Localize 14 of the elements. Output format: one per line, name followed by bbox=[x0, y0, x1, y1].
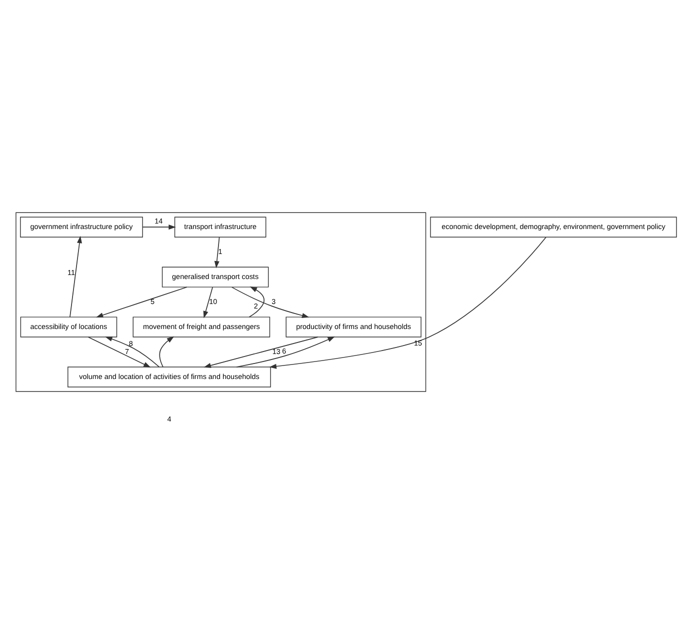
arrow bbox=[204, 336, 318, 368]
arrow bbox=[236, 336, 335, 368]
arrow bbox=[231, 286, 310, 318]
arrow bbox=[105, 336, 160, 368]
arrow bbox=[159, 336, 174, 368]
arrow bbox=[88, 336, 151, 368]
arrow bbox=[203, 286, 213, 318]
arrow bbox=[248, 286, 264, 318]
arrow bbox=[269, 236, 546, 369]
arrow bbox=[70, 236, 82, 318]
arrow bbox=[96, 286, 188, 318]
arrow bbox=[214, 236, 220, 268]
arrow bbox=[142, 224, 176, 230]
cluster bbox=[16, 212, 426, 392]
